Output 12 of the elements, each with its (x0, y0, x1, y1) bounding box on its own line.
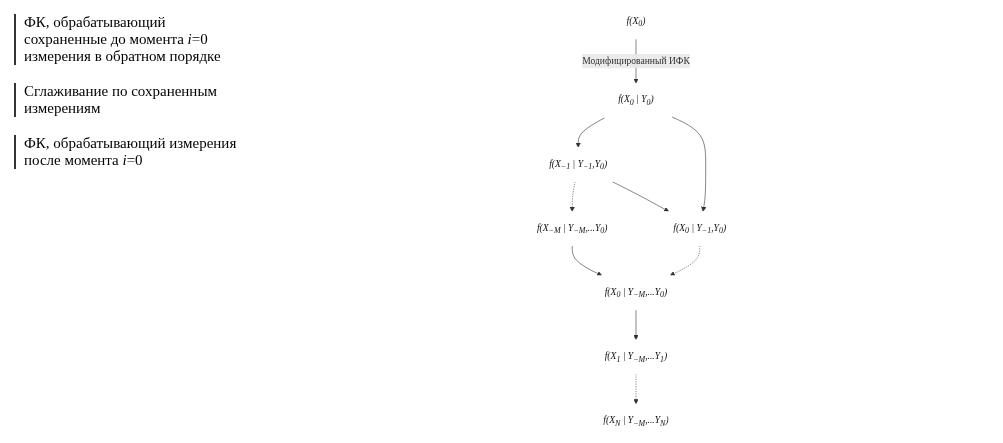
node-text: f(X$_{−1}$ | Y$_{−1}$,Y$_{0}$) (549, 158, 608, 171)
annotation-text: ФК, обрабатывающий сохраненные до момента i=0 измерения в обратном порядке (14, 14, 246, 65)
node-text: f(X$_{0}$ | Y$_{0}$) (618, 94, 654, 107)
edge-label: Модифицированный ИФК (582, 55, 690, 66)
node-text: f(X$_{−M}$ | Y$_{−M}$,...Y$_{0}$) (536, 222, 608, 236)
annotation-text: Сглаживание по сохраненным измерениям (14, 83, 246, 117)
annotation-text: ФК, обрабатывающий измерения после момента i=0 (14, 135, 246, 169)
node-text: f(X$_{0}$ | Y$_{−M}$,...Y$_{0}$) (604, 286, 668, 300)
node-text: f(X$_{N}$ | Y$_{−M}$,...Y$_{N}$) (603, 414, 669, 428)
node-text: f(X$_{1}$ | Y$_{−M}$,...Y$_{1}$) (604, 350, 668, 364)
node-text: f(X$_{0}$ | Y$_{−1}$,Y$_{0}$) (673, 222, 727, 236)
node-text: f(X$_{0}$) (626, 15, 646, 29)
